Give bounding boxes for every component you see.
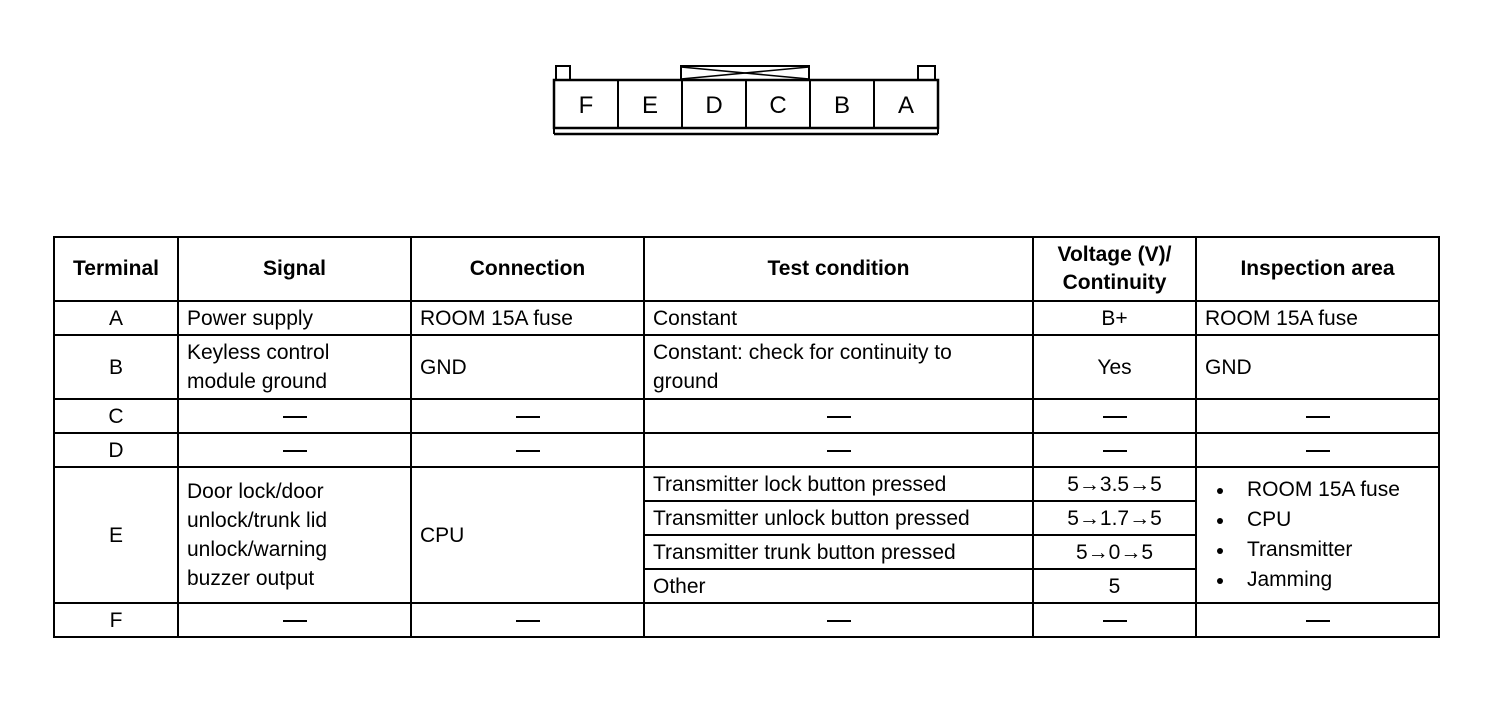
inspection-list: ROOM 15A fuse CPU Transmitter Jamming xyxy=(1205,475,1430,595)
header-voltage-line1: Voltage (V)/ xyxy=(1057,243,1172,266)
test-condition-cell: Transmitter trunk button pressed xyxy=(643,534,1034,570)
signal-line: unlock/trunk lid xyxy=(187,509,328,532)
table-row: Other 5 xyxy=(54,568,1439,604)
pin-label: D xyxy=(705,92,722,119)
empty-dash xyxy=(1195,602,1440,638)
signal-line: buzzer output xyxy=(187,567,315,590)
pin-label: C xyxy=(769,92,786,119)
empty-dash xyxy=(1195,398,1440,434)
test-condition-cell: Constant: check for continuity to ground xyxy=(643,334,1034,400)
empty-dash xyxy=(1195,432,1440,468)
table-header-row: Terminal Signal Connection Test conditio… xyxy=(53,236,1440,302)
pin-label: A xyxy=(898,92,914,119)
header-signal: Signal xyxy=(177,236,412,302)
inspection-area-cell: ROOM 15A fuse xyxy=(1195,300,1440,336)
empty-dash xyxy=(410,398,645,434)
table-row: E Door lock/door unlock/trunk lid unlock… xyxy=(53,466,1440,604)
empty-dash xyxy=(177,602,412,638)
voltage-cell: 5→1.7→5 xyxy=(1032,500,1197,536)
inspection-item: CPU xyxy=(1213,505,1430,535)
empty-dash xyxy=(1032,432,1197,468)
table-row: B Keyless control module ground GND Cons… xyxy=(53,334,1440,400)
table-row: Transmitter unlock button pressed 5→1.7→… xyxy=(54,500,1439,536)
empty-dash xyxy=(643,432,1034,468)
header-terminal: Terminal xyxy=(53,236,179,302)
test-condition-cell: Constant xyxy=(643,300,1034,336)
inspection-item: ROOM 15A fuse xyxy=(1213,475,1430,505)
connection-cell: ROOM 15A fuse xyxy=(410,300,645,336)
header-inspection-area: Inspection area xyxy=(1195,236,1440,302)
terminal-cell: E xyxy=(53,466,179,604)
voltage-cell: 5→0→5 xyxy=(1032,534,1197,570)
signal-line: Keyless control xyxy=(187,341,330,364)
header-voltage: Voltage (V)/ Continuity xyxy=(1032,236,1197,302)
signal-cell: Door lock/door unlock/trunk lid unlock/w… xyxy=(177,466,412,604)
test-line: Constant: check for continuity to xyxy=(653,341,952,364)
inspection-area-cell: ROOM 15A fuse CPU Transmitter Jamming xyxy=(1195,466,1440,604)
terminal-cell: A xyxy=(53,300,179,336)
empty-dash xyxy=(1032,398,1197,434)
signal-cell: Keyless control module ground xyxy=(177,334,412,400)
terminal-cell: B xyxy=(53,334,179,400)
voltage-cell: 5→3.5→5 xyxy=(1032,466,1197,502)
signal-line: Door lock/door xyxy=(187,480,324,503)
empty-dash xyxy=(643,602,1034,638)
terminal-table: Terminal Signal Connection Test conditio… xyxy=(53,236,1440,638)
voltage-cell: 5 xyxy=(1032,568,1197,604)
inspection-area-cell: GND xyxy=(1195,334,1440,400)
table-row: D xyxy=(53,432,1440,468)
table-row: F xyxy=(53,602,1440,638)
terminal-cell: D xyxy=(53,432,179,468)
signal-cell: Power supply xyxy=(177,300,412,336)
header-connection: Connection xyxy=(410,236,645,302)
test-condition-cell: Other xyxy=(643,568,1034,604)
pin-label: B xyxy=(834,92,850,119)
empty-dash xyxy=(177,398,412,434)
inspection-item: Jamming xyxy=(1213,565,1430,595)
table-row: Transmitter trunk button pressed 5→0→5 xyxy=(54,534,1439,570)
table-row: A Power supply ROOM 15A fuse Constant B+… xyxy=(53,300,1440,336)
test-line: ground xyxy=(653,370,719,393)
header-test-condition: Test condition xyxy=(643,236,1034,302)
voltage-cell: Yes xyxy=(1032,334,1197,400)
connector-diagram: F E D C B A xyxy=(552,65,940,136)
terminal-cell: C xyxy=(53,398,179,434)
header-voltage-line2: Continuity xyxy=(1062,271,1167,294)
signal-line: module ground xyxy=(187,370,328,393)
voltage-cell: B+ xyxy=(1032,300,1197,336)
signal-line: unlock/warning xyxy=(187,538,328,561)
connection-cell: GND xyxy=(410,334,645,400)
connection-cell: CPU xyxy=(410,466,645,604)
pin-label: E xyxy=(642,92,658,119)
empty-dash xyxy=(177,432,412,468)
test-condition-cell: Transmitter lock button pressed xyxy=(643,466,1034,502)
terminal-cell: F xyxy=(53,602,179,638)
empty-dash xyxy=(410,602,645,638)
test-condition-cell: Transmitter unlock button pressed xyxy=(643,500,1034,536)
pin-label: F xyxy=(579,92,594,119)
inspection-item: Transmitter xyxy=(1213,535,1430,565)
empty-dash xyxy=(410,432,645,468)
empty-dash xyxy=(643,398,1034,434)
table-row: C xyxy=(53,398,1440,434)
empty-dash xyxy=(1032,602,1197,638)
